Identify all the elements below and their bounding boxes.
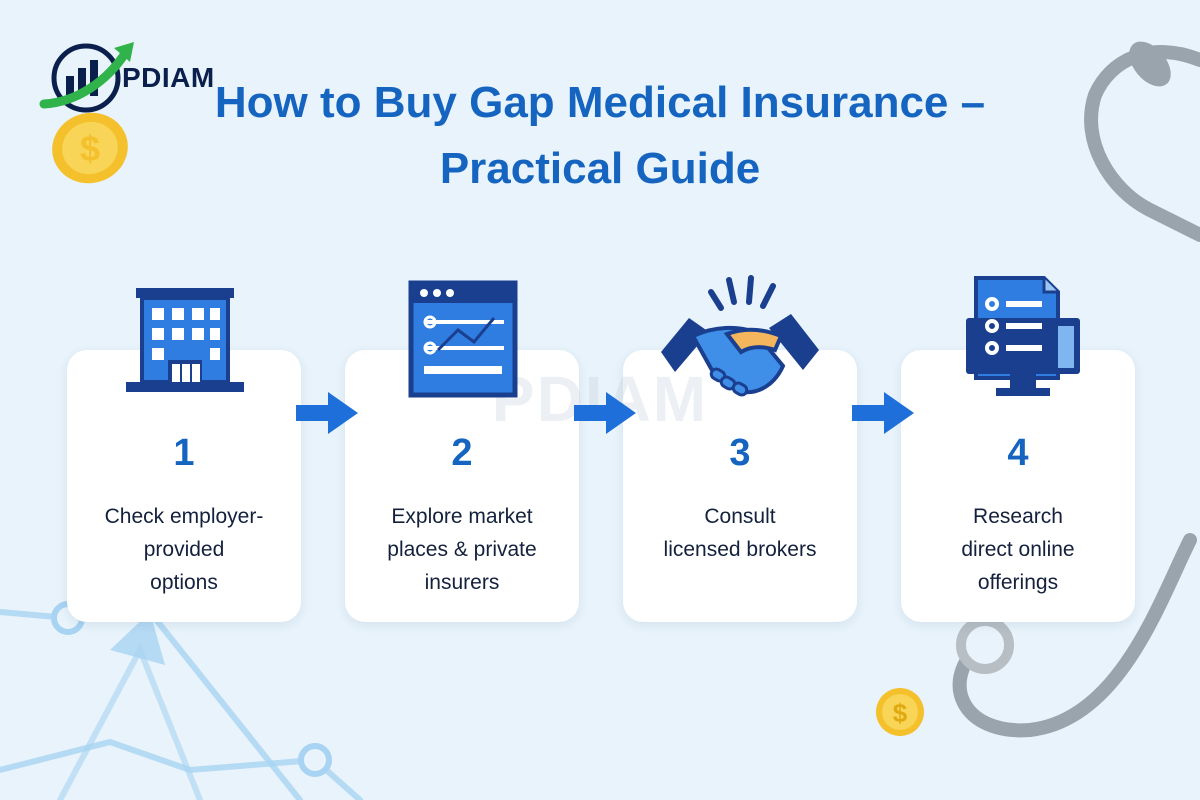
watermark: PDIAM [491,363,709,435]
step-number: 1 [173,432,195,474]
title-line-1: How to Buy Gap Medical Insurance – [214,78,986,127]
step-number: 2 [451,432,473,474]
growth-chart-decoration [0,601,363,800]
arrow-right-icon [574,392,636,434]
browser-chart-icon [408,280,518,398]
computer-checklist-icon [966,276,1080,396]
step-number: 4 [1007,432,1029,474]
page-title: How to Buy Gap Medical Insurance – Pract… [0,70,1200,202]
up-arrow-decoration [110,612,165,665]
title-line-2: Practical Guide [439,144,761,193]
step-card-3: 3 Consult licensed brokers [623,350,857,622]
coin-icon: $ [876,688,924,736]
handshake-icon [661,275,819,397]
svg-text:$: $ [80,128,100,169]
coin-icon: $ [52,112,128,184]
step-description: Research direct online offerings [961,505,1075,594]
step-description: Consult licensed brokers [663,505,817,561]
arrow-right-icon [296,392,358,434]
step-card-1: 1 Check employer- provided options [67,350,301,622]
step-number: 3 [729,432,751,474]
office-building-icon [126,288,244,392]
step-description: Check employer- provided options [104,505,264,594]
brand-logo [38,40,238,190]
svg-text:$: $ [893,698,908,728]
step-description: Explore market places & private insurers [387,505,537,594]
logo-chart-icon [39,42,134,113]
arrow-right-icon [852,392,914,434]
brand-name: PDIAM [122,62,215,93]
